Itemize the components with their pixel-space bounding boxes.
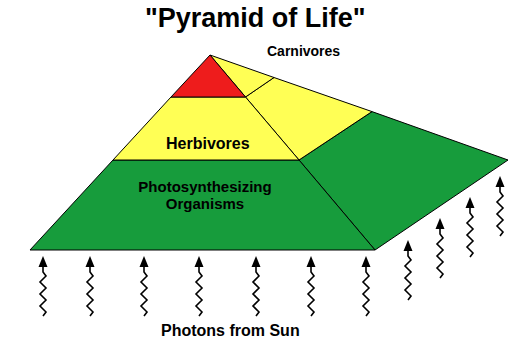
band-label: Herbivores xyxy=(166,135,250,153)
diagram-title: "Pyramid of Life" xyxy=(145,3,366,34)
pyramid-band: Photosynthesizing Organisms xyxy=(130,178,280,213)
caption-label: Photons from Sun xyxy=(161,322,300,340)
band-label: Photosynthesizing Organisms xyxy=(130,178,280,213)
pyramid-band: Carnivores xyxy=(267,43,340,59)
pyramid-band: Herbivores xyxy=(166,135,250,153)
band-label: Carnivores xyxy=(267,43,340,59)
photon-arrows xyxy=(39,176,505,316)
